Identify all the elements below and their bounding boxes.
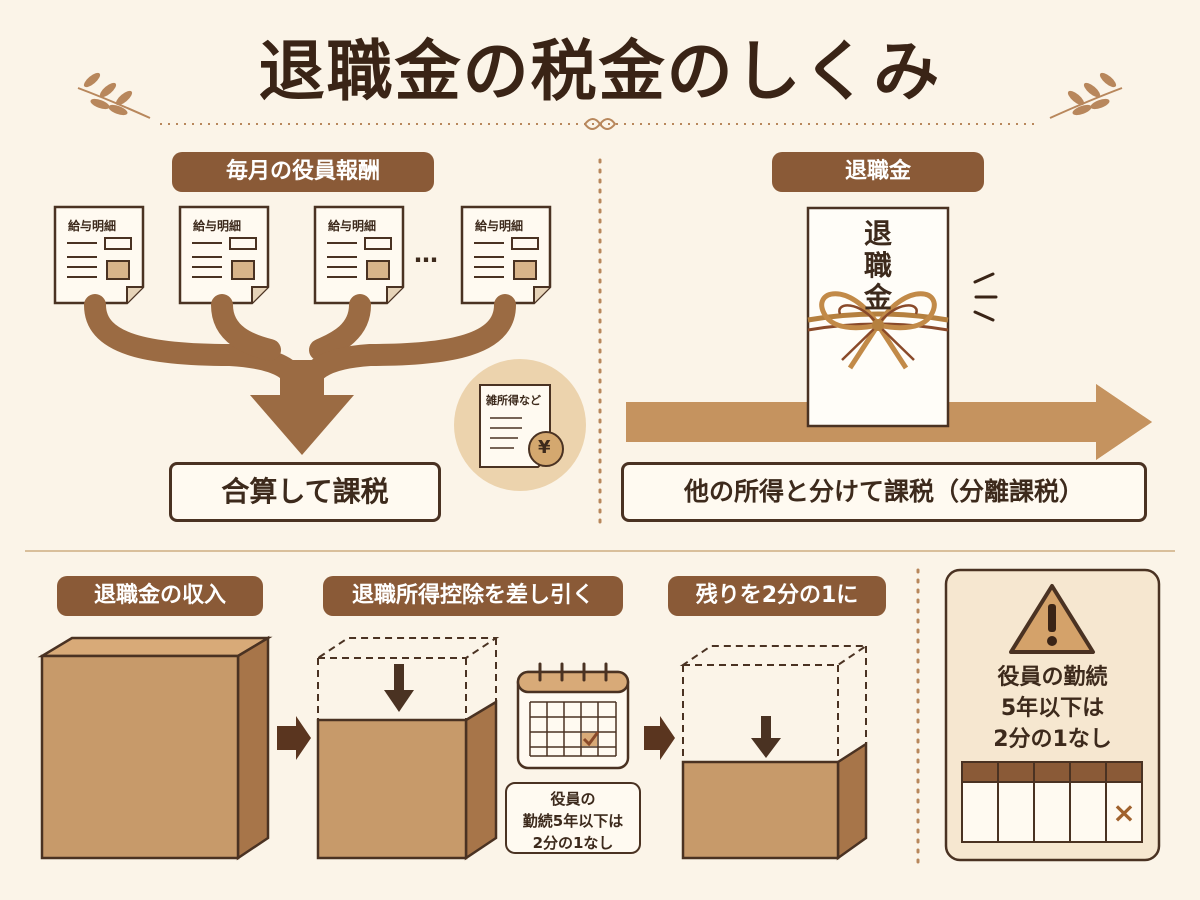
warning-line: 5年以下は bbox=[1000, 696, 1105, 721]
warning-text: 役員の勤続 5年以下は 2分の1なし bbox=[946, 662, 1159, 755]
envelope-icon bbox=[806, 206, 950, 428]
payslip-label: 給与明細 bbox=[193, 219, 242, 233]
half-box-icon bbox=[679, 645, 870, 861]
calendar-note: 役員の 勤続5年以下は 2分の1なし bbox=[505, 782, 641, 854]
envelope-label: 退職金 bbox=[863, 217, 892, 314]
other-income-label: 雑所得など bbox=[486, 394, 541, 407]
retirement-header: 退職金 bbox=[772, 152, 984, 192]
warning-table-icon bbox=[961, 761, 1143, 843]
payslip-icons bbox=[53, 205, 552, 305]
step-half-label: 残りを2分の1に bbox=[668, 576, 886, 616]
step-deduction-label: 退職所得控除を差し引く bbox=[323, 576, 623, 616]
step-arrow-2-icon bbox=[644, 716, 675, 760]
step-arrow-1-icon bbox=[277, 716, 311, 760]
payslip-label: 給与明細 bbox=[475, 219, 524, 233]
calendar-note-line: 役員の bbox=[550, 790, 596, 808]
calendar-note-line: 2分の1なし bbox=[532, 834, 614, 852]
step-income-label: 退職金の収入 bbox=[57, 576, 263, 616]
laurel-left-icon bbox=[77, 72, 151, 119]
payslip-ellipsis: … bbox=[414, 240, 438, 268]
warning-line: 役員の勤続 bbox=[997, 665, 1108, 690]
separate-tax-box: 他の所得と分けて課税（分離課税） bbox=[621, 462, 1147, 522]
deduction-box-icon bbox=[314, 637, 500, 861]
combined-tax-box: 合算して課税 bbox=[169, 462, 441, 522]
x-mark-icon: × bbox=[1112, 796, 1136, 829]
warning-line: 2分の1なし bbox=[993, 727, 1112, 752]
calendar-note-line: 勤続5年以下は bbox=[522, 812, 624, 830]
title-ornament bbox=[584, 118, 617, 130]
monthly-pay-header: 毎月の役員報酬 bbox=[172, 152, 434, 192]
calendar-icon bbox=[516, 662, 630, 770]
payslip-label: 給与明細 bbox=[328, 219, 377, 233]
page-title: 退職金の税金のしくみ bbox=[258, 33, 942, 110]
other-income-icon bbox=[454, 359, 586, 491]
warning-triangle-icon bbox=[1009, 584, 1095, 654]
payslip-label: 給与明細 bbox=[68, 219, 117, 233]
income-box-icon bbox=[37, 635, 273, 861]
laurel-right-icon bbox=[1049, 72, 1123, 119]
yen-symbol: ¥ bbox=[538, 437, 551, 458]
sparkle-icon bbox=[973, 272, 998, 322]
merge-arrow-head bbox=[250, 395, 354, 455]
